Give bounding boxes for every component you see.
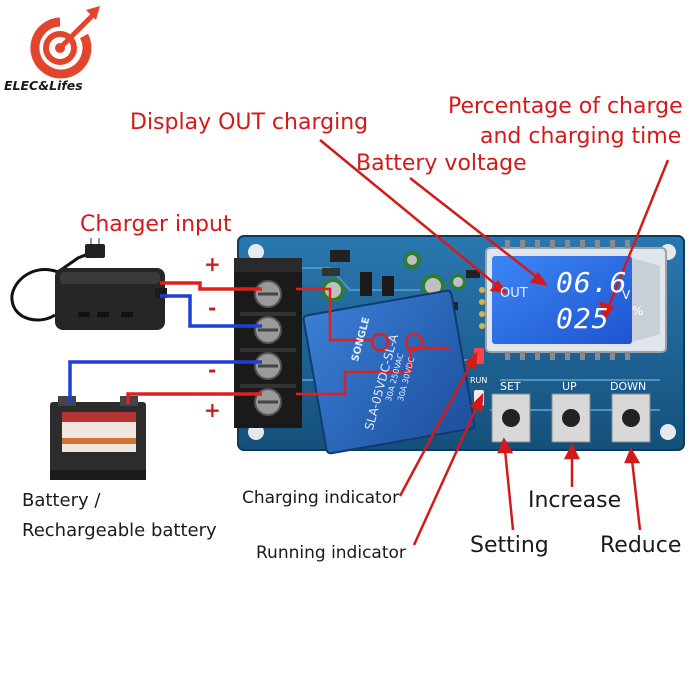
label-percentage: Percentage of charge (448, 94, 683, 119)
lcd-out-text: OUT (500, 286, 528, 301)
label-increase: Increase (528, 488, 622, 513)
silk-up: UP (562, 380, 577, 393)
label-battery-voltage: Battery voltage (356, 151, 527, 176)
polarity-plus-bottom: + (204, 398, 221, 422)
label-reduce: Reduce (600, 533, 682, 558)
annotation-arrows (319, 139, 670, 546)
label-charging-indicator: Charging indicator (242, 488, 400, 508)
battery-icon (50, 396, 146, 480)
label-charger-input: Charger input (80, 212, 232, 237)
label-setting: Setting (470, 533, 549, 558)
silk-down: DOWN (610, 380, 647, 393)
charger-adapter-icon (10, 238, 167, 330)
lcd-percent: 025 (556, 302, 610, 335)
button-up-icon (551, 393, 591, 443)
label-running-indicator: Running indicator (256, 543, 406, 563)
polarity-minus-bottom: - (208, 358, 217, 382)
lcd-unit-v: V (622, 288, 631, 302)
brand-name: ELEC&Lifes (4, 78, 83, 93)
lcd-voltage: 06.6 (556, 266, 628, 299)
polarity-plus-top: + (204, 252, 221, 276)
label-rechargeable: Rechargeable battery (22, 520, 217, 541)
terminal-block (234, 258, 302, 428)
label-charging-time: and charging time (480, 124, 682, 149)
lcd-unit-pct: % (632, 304, 644, 318)
silk-run: RUN (470, 376, 488, 385)
lcd-pins (505, 240, 630, 360)
target-arrow-logo-icon (30, 6, 100, 79)
button-set-icon (491, 393, 531, 443)
label-battery: Battery / (22, 490, 101, 511)
label-display-out: Display OUT charging (130, 110, 369, 135)
wires (68, 281, 450, 404)
polarity-minus-top: - (208, 296, 217, 320)
button-down-icon (611, 393, 651, 443)
silk-set: SET (500, 380, 521, 393)
